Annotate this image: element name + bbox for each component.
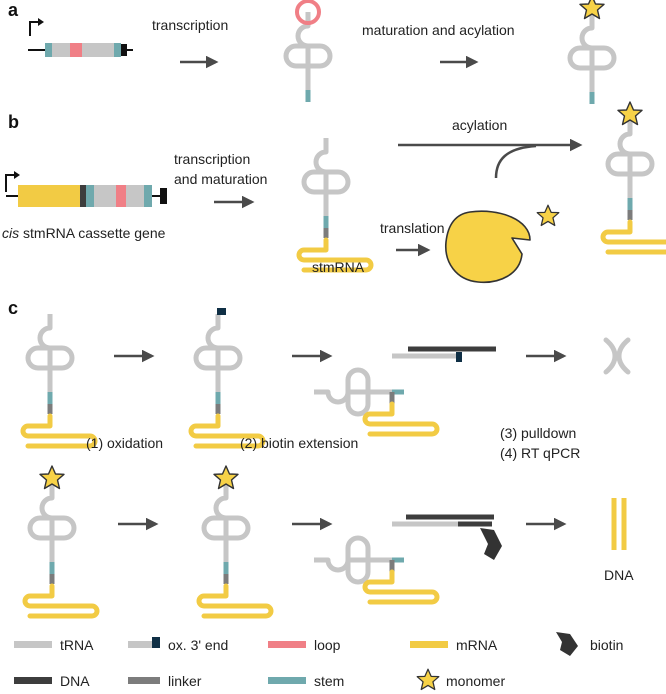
dna-product xyxy=(611,498,627,550)
gene-construct-a xyxy=(28,18,133,57)
label-transcription-b1: transcription xyxy=(174,151,250,167)
trna-acylated-b xyxy=(603,101,666,252)
legend-label-loop: loop xyxy=(314,637,341,653)
legend-swatch-trna xyxy=(14,641,52,648)
legend-label-mrna: mRNA xyxy=(456,637,498,653)
legend-swatch-linker xyxy=(128,677,160,684)
legend-label-monomer: monomer xyxy=(446,673,505,689)
trna-biotin-c6 xyxy=(314,514,502,602)
label-step2: (2) biotin extension xyxy=(240,435,358,451)
panel-letter-a: a xyxy=(8,0,19,20)
gene-construct-b xyxy=(5,171,167,207)
legend-swatch-biotin xyxy=(556,632,578,656)
trna-extended-c3 xyxy=(314,346,496,434)
trna-oxidized-c2 xyxy=(191,308,263,446)
legend-swatch-dna xyxy=(14,677,52,684)
trna-loop-a xyxy=(286,0,330,102)
label-dna-product: DNA xyxy=(604,567,634,583)
no-product-x-icon xyxy=(603,337,631,375)
legend-swatch-mrna xyxy=(410,641,448,648)
star-icon xyxy=(416,668,440,691)
label-step3: (3) pulldown xyxy=(500,425,576,441)
trna-acylated-c5 xyxy=(199,465,271,616)
legend-swatch-stem xyxy=(268,677,306,684)
label-step4: (4) RT qPCR xyxy=(500,445,580,461)
trna-acylated-c4 xyxy=(25,465,97,616)
legend: tRNA ox. 3' end loop mRNA biotin DNA lin… xyxy=(14,632,623,691)
legend-swatch-loop xyxy=(268,641,306,648)
label-stmrna: stmRNA xyxy=(312,259,365,275)
label-step1: (1) oxidation xyxy=(86,435,163,451)
label-transcription-b2: and maturation xyxy=(174,171,267,187)
legend-label-trna: tRNA xyxy=(60,637,94,653)
panel-letter-b: b xyxy=(8,112,19,132)
label-acylation: acylation xyxy=(452,117,507,133)
legend-label-biotin: biotin xyxy=(590,637,623,653)
legend-label-ox-end: ox. 3' end xyxy=(168,637,228,653)
panel-letter-c: c xyxy=(8,298,18,318)
label-transcription-a: transcription xyxy=(152,17,228,33)
legend-swatch-ox-end xyxy=(128,641,152,648)
trna-stmrna-b xyxy=(299,138,371,270)
legend-label-linker: linker xyxy=(168,673,202,689)
ribosome-icon xyxy=(445,210,531,284)
legend-label-stem: stem xyxy=(314,673,344,689)
star-icon xyxy=(536,204,560,227)
label-maturation-a: maturation and acylation xyxy=(362,22,515,38)
label-translation: translation xyxy=(380,220,445,236)
label-gene: cis stmRNA cassette gene xyxy=(2,225,166,241)
biotin-icon xyxy=(480,528,502,560)
trna-c1 xyxy=(23,314,95,446)
legend-label-dna: DNA xyxy=(60,673,90,689)
trna-acylated-a xyxy=(570,0,614,104)
arrow-merge xyxy=(494,144,537,179)
